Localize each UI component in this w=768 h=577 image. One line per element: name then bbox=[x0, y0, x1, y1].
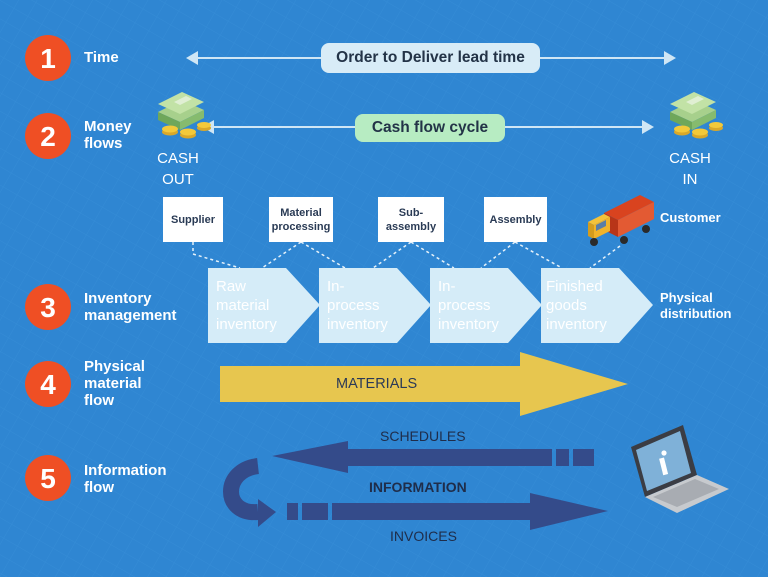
schedules-arrow bbox=[272, 441, 594, 473]
inventory-management-label: Inventory management bbox=[84, 290, 177, 324]
inventory-chevron-2 bbox=[319, 268, 431, 343]
information-label: INFORMATION bbox=[369, 479, 467, 495]
inventory-stage-2-text: In- process inventory bbox=[327, 277, 388, 334]
truck-icon bbox=[588, 195, 654, 246]
inventory-stage-3-line1: In- bbox=[438, 278, 456, 295]
inventory-stage-3-line3: inventory bbox=[438, 316, 499, 333]
invoices-arrow bbox=[287, 493, 608, 530]
badge-3-number: 3 bbox=[40, 292, 56, 323]
inventory-chevron-1 bbox=[208, 268, 320, 343]
cash-in-line1: CASH bbox=[669, 150, 711, 167]
badge-5: 5 bbox=[25, 455, 71, 501]
cash-flow-cycle-pill: Cash flow cycle bbox=[355, 114, 505, 142]
physical-distribution-label: Physical distribution bbox=[660, 290, 732, 321]
materials-label: MATERIALS bbox=[336, 376, 418, 392]
inventory-stage-4-line2: goods bbox=[546, 297, 587, 314]
inventory-stage-2-line3: inventory bbox=[327, 316, 388, 333]
cash-out-line1: CASH bbox=[157, 150, 199, 167]
badge-4: 4 bbox=[25, 361, 71, 407]
inventory-stage-1-line1: Raw bbox=[216, 278, 247, 295]
money-stack-icon-right bbox=[670, 92, 723, 139]
badge-2-number: 2 bbox=[40, 121, 56, 152]
materials-arrow bbox=[220, 352, 628, 416]
cash-out-label: CASH OUT bbox=[148, 148, 208, 190]
badge-1-number: 1 bbox=[40, 43, 56, 74]
material-processing-box: Material processing bbox=[269, 197, 333, 242]
sub-assembly-box: Sub-assembly bbox=[378, 197, 444, 242]
invoices-label: INVOICES bbox=[390, 528, 457, 544]
inventory-stage-2-line1: In- bbox=[327, 278, 345, 295]
laptop-icon bbox=[631, 425, 729, 513]
badge-1: 1 bbox=[25, 35, 71, 81]
inventory-chevron-4 bbox=[541, 268, 653, 343]
supplier-box: Supplier bbox=[163, 197, 223, 242]
badge-5-number: 5 bbox=[40, 463, 56, 494]
customer-label: Customer bbox=[660, 210, 721, 225]
money-flows-label: Money flows bbox=[84, 118, 132, 152]
time-label: Time bbox=[84, 49, 119, 66]
inventory-chevron-3 bbox=[430, 268, 542, 343]
badge-2: 2 bbox=[25, 113, 71, 159]
uturn-arrow bbox=[223, 458, 276, 527]
assembly-box: Assembly bbox=[484, 197, 547, 242]
information-flow-label: Information flow bbox=[84, 462, 167, 496]
badge-3: 3 bbox=[25, 284, 71, 330]
inventory-stage-1-text: Raw material inventory bbox=[216, 277, 277, 334]
badge-4-number: 4 bbox=[40, 369, 56, 400]
money-stack-icon bbox=[158, 92, 211, 139]
cash-in-label: CASH IN bbox=[660, 148, 720, 190]
process-connectors bbox=[192, 241, 621, 269]
order-to-deliver-pill: Order to Deliver lead time bbox=[321, 43, 540, 73]
inventory-stage-4-line3: inventory bbox=[546, 316, 607, 333]
inventory-stage-2-line2: process bbox=[327, 297, 380, 314]
inventory-stage-1-line3: inventory bbox=[216, 316, 277, 333]
inventory-stage-3-text: In- process inventory bbox=[438, 277, 499, 334]
physical-material-flow-label: Physical material flow bbox=[84, 358, 145, 409]
cash-in-line2: IN bbox=[682, 171, 698, 188]
inventory-stage-1-line2: material bbox=[216, 297, 270, 314]
inventory-stage-4-line1: Finished bbox=[546, 278, 603, 295]
schedules-label: SCHEDULES bbox=[380, 428, 466, 444]
cash-out-line2: OUT bbox=[162, 171, 194, 188]
inventory-stage-4-text: Finished goods inventory bbox=[546, 277, 607, 334]
inventory-stage-3-line2: process bbox=[438, 297, 491, 314]
